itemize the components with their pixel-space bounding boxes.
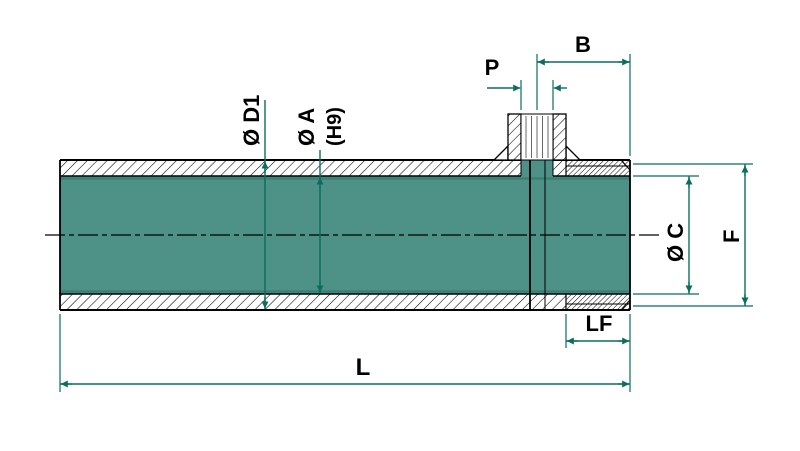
dim-label-a: Ø A xyxy=(294,108,319,146)
port-opening xyxy=(521,160,553,176)
dim-label-p: P xyxy=(485,55,500,80)
dimension-lf: LF xyxy=(565,311,630,348)
dimension-a: Ø A (H9) xyxy=(294,107,346,293)
dim-label-f: F xyxy=(719,230,744,243)
dim-label-lf: LF xyxy=(586,311,613,336)
boss-wall-left xyxy=(507,113,522,161)
dim-label-b: B xyxy=(575,32,591,57)
boss-wall-right xyxy=(552,113,567,161)
dimension-p: P xyxy=(485,55,567,110)
tube-wall-top-right xyxy=(553,160,566,176)
dimension-l: L xyxy=(59,314,631,392)
port-thread-lines xyxy=(525,116,549,158)
dimension-c: Ø C xyxy=(633,175,699,295)
dim-label-l: L xyxy=(356,354,371,381)
external-thread-bottom xyxy=(566,294,630,310)
external-thread-top xyxy=(566,160,630,176)
boss-chamfer-left xyxy=(492,144,509,161)
thread-end-chamfer xyxy=(620,159,631,311)
boss-chamfer-right xyxy=(565,144,582,161)
dimension-f: F xyxy=(633,163,753,307)
dimension-d1: Ø D1 xyxy=(239,95,269,309)
dim-label-d1: Ø D1 xyxy=(239,95,264,146)
dim-label-c: Ø C xyxy=(663,223,688,262)
dimension-b: B xyxy=(536,32,631,156)
tube-wall-top xyxy=(60,160,521,176)
port-boss xyxy=(492,113,582,161)
tube-wall-bottom xyxy=(60,294,566,310)
dim-label-a-tolerance: (H9) xyxy=(324,107,346,146)
